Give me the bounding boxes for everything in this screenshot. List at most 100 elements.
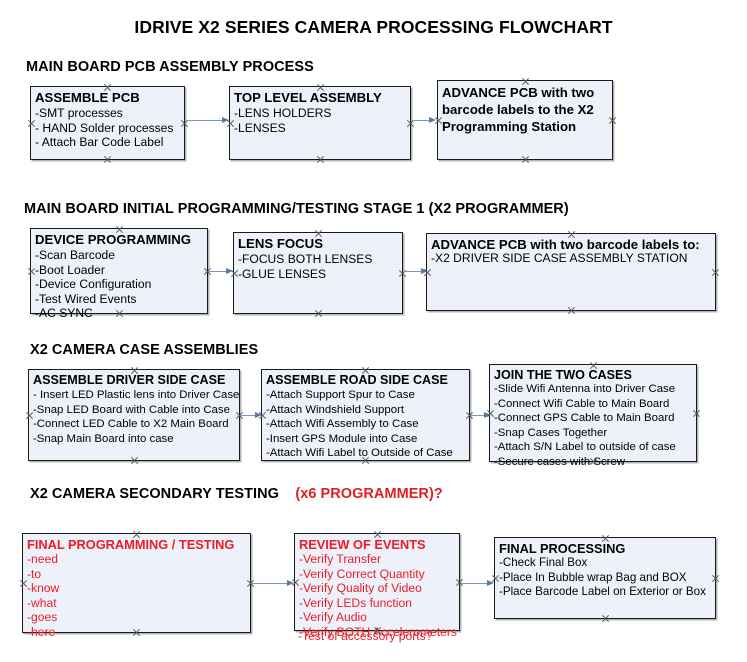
arrow-shaft	[252, 582, 287, 584]
arrow-shaft	[186, 119, 222, 121]
box-line: -Scan Barcode	[35, 248, 115, 262]
box-final-programming-testing[interactable]: FINAL PROGRAMMING / TESTING -need -to -k…	[22, 533, 251, 639]
arrow-review-of-events-to-final-processing	[461, 578, 494, 588]
box-line: -Verify Quality of Video	[299, 581, 422, 596]
arrow-head-icon	[487, 579, 494, 586]
box-line: -SMT processes	[35, 106, 123, 120]
box-line: -Snap Cases Together	[494, 426, 608, 439]
box-line: -here	[27, 624, 56, 639]
box-line: -Test Wired Events	[35, 291, 137, 306]
box-title-lens-focus: LENS FOCUS	[238, 236, 323, 251]
box-lines-device-programming: -Scan Barcode -Boot Loader -Device Confi…	[35, 248, 205, 321]
box-line: -LENSES	[234, 120, 286, 135]
box-line: -need	[27, 552, 58, 566]
section-heading-main-board-pcb-assembly-process: MAIN BOARD PCB ASSEMBLY PROCESS	[26, 59, 314, 75]
box-line: -what	[27, 595, 57, 610]
box-lens-focus[interactable]: LENS FOCUS -FOCUS BOTH LENSES -GLUE LENS…	[233, 232, 403, 314]
box-lines-top-level-assembly: -LENS HOLDERS -LENSES	[234, 106, 408, 135]
box-lines-join-the-two-cases: -Slide Wifi Antenna into Driver Case -Co…	[494, 382, 694, 470]
box-line: -Secure cases with Screw	[494, 455, 626, 468]
box-lines-assemble-road-side-case: -Attach Support Spur to Case -Attach Win…	[266, 388, 467, 461]
arrow-driver-side-case-to-road-side-case	[241, 410, 262, 420]
box-line: -Snap LED Board with Cable into Case	[33, 403, 230, 416]
box-line-overflow-review-of-events: -Test of accessory ports?	[298, 629, 433, 643]
box-title-advance-pcb-to-driver-side-case-assembly: ADVANCE PCB with two barcode labels to:	[431, 237, 700, 252]
box-line: -Device Configuration	[35, 277, 152, 292]
box-lines-final-processing: -Check Final Box -Place In Bubble wrap B…	[499, 556, 713, 600]
section-heading-x2-camera-case-assemblies: X2 CAMERA CASE ASSEMBLIES	[30, 342, 259, 358]
box-line: -Place In Bubble wrap Bag and BOX	[499, 570, 687, 584]
connector-handle-bottom[interactable]	[316, 155, 325, 164]
arrow-shaft	[471, 414, 484, 416]
box-assemble-pcb[interactable]: ASSEMBLE PCB -SMT processes - HAND Solde…	[30, 86, 185, 160]
box-line: -GLUE LENSES	[238, 266, 327, 281]
box-line: -Place Barcode Label on Exterior or Box	[499, 585, 706, 599]
box-title-assemble-pcb: ASSEMBLE PCB	[35, 90, 140, 105]
box-line: -Verify Transfer	[299, 552, 381, 566]
box-line: -goes	[27, 610, 58, 625]
arrow-road-side-case-to-join-the-two-cases	[471, 410, 491, 420]
box-assemble-road-side-case[interactable]: ASSEMBLE ROAD SIDE CASE -Attach Support …	[261, 369, 470, 461]
box-line: -Attach Support Spur to Case	[266, 389, 415, 401]
arrow-head-icon	[287, 579, 294, 586]
box-review-of-events[interactable]: REVIEW OF EVENTS -Verify Transfer -Verif…	[294, 533, 460, 639]
section-heading-x2-camera-secondary-testing: X2 CAMERA SECONDARY TESTING (x6 PROGRAMM…	[30, 486, 443, 502]
box-title-advance-pcb-to-x2-programming-station: ADVANCE PCB with two barcode labels to t…	[442, 85, 595, 134]
box-line: -Slide Wifi Antenna into Driver Case	[494, 383, 676, 395]
box-advance-pcb-to-x2-programming-station[interactable]: ADVANCE PCB with two barcode labels to t…	[437, 80, 613, 160]
box-line: - HAND Solder processes	[35, 120, 174, 135]
box-title-final-processing: FINAL PROCESSING	[499, 541, 626, 556]
box-line: -FOCUS BOTH LENSES	[238, 252, 373, 266]
connector-handle-bottom[interactable]	[567, 306, 576, 315]
box-lines-review-of-events: -Verify Transfer -Verify Correct Quantit…	[299, 552, 457, 640]
box-title-join-the-two-cases: JOIN THE TWO CASES	[494, 368, 632, 382]
box-lines-assemble-driver-side-case: - Insert LED Plastic lens into Driver Ca…	[33, 388, 240, 446]
box-line: -Verify Correct Quantity	[299, 566, 425, 581]
box-line: -Attach S/N Label to outside of case	[494, 441, 676, 454]
connector-handle-bottom[interactable]	[601, 614, 610, 623]
box-line: -AC SYNC	[35, 306, 93, 321]
box-lines-assemble-pcb: -SMT processes - HAND Solder processes -…	[35, 106, 182, 150]
box-assemble-driver-side-case[interactable]: ASSEMBLE DRIVER SIDE CASE - Insert LED P…	[28, 369, 240, 461]
box-line: -Verify BOTH Accelerometers	[299, 624, 457, 639]
connector-handle-right[interactable]	[711, 268, 720, 277]
box-line: - Insert LED Plastic lens into Driver Ca…	[33, 389, 240, 401]
box-title-top-level-assembly: TOP LEVEL ASSEMBLY	[234, 90, 382, 105]
box-line: -Connect LED Cable to X2 Main Board	[33, 418, 229, 431]
box-line: -Check Final Box	[499, 556, 588, 569]
box-line: -Verify Audio	[299, 610, 367, 625]
connector-handle-bottom[interactable]	[130, 456, 139, 465]
box-line: -Insert GPS Module into Case	[266, 432, 418, 445]
section-heading-text: X2 CAMERA SECONDARY TESTING	[30, 486, 279, 502]
connector-handle-bottom[interactable]	[314, 309, 323, 318]
connector-handle-right[interactable]	[608, 116, 617, 125]
box-line: -Snap Main Board into case	[33, 432, 174, 445]
arrow-head-icon	[429, 116, 436, 123]
connector-handle-bottom[interactable]	[521, 155, 530, 164]
box-line: -Boot Loader	[35, 262, 105, 277]
box-title-device-programming: DEVICE PROGRAMMING	[35, 232, 192, 247]
document-title: IDRIVE X2 SERIES CAMERA PROCESSING FLOWC…	[134, 17, 613, 37]
box-join-the-two-cases[interactable]: JOIN THE TWO CASES -Slide Wifi Antenna i…	[489, 364, 697, 468]
box-title-review-of-events: REVIEW OF EVENTS	[299, 537, 426, 552]
box-final-processing[interactable]: FINAL PROCESSING -Check Final Box -Place…	[494, 537, 716, 619]
box-line: -Connect Wifi Cable to Main Board	[494, 397, 670, 410]
connector-handle-bottom[interactable]	[103, 155, 112, 164]
box-advance-pcb-to-driver-side-case-assembly[interactable]: ADVANCE PCB with two barcode labels to: …	[426, 233, 716, 311]
arrow-top-level-assembly-to-advance-pcb	[412, 115, 436, 125]
arrow-shaft	[404, 270, 421, 272]
box-title-assemble-road-side-case: ASSEMBLE ROAD SIDE CASE	[266, 373, 448, 387]
arrow-assemble-pcb-to-top-level-assembly	[186, 115, 229, 125]
box-line: -Verify LEDs function	[299, 595, 412, 610]
box-top-level-assembly[interactable]: TOP LEVEL ASSEMBLY -LENS HOLDERS -LENSES	[229, 86, 411, 160]
arrow-device-programming-to-lens-focus	[209, 266, 233, 276]
box-line: -Connect GPS Cable to Main Board	[494, 412, 675, 425]
section-heading-main-board-initial-programming-testing-stage-1: MAIN BOARD INITIAL PROGRAMMING/TESTING S…	[24, 201, 569, 217]
connector-handle-left[interactable]	[423, 268, 432, 277]
box-title-assemble-driver-side-case: ASSEMBLE DRIVER SIDE CASE	[33, 373, 226, 387]
box-line: -Attach Windshield Support	[266, 403, 405, 416]
box-device-programming[interactable]: DEVICE PROGRAMMING -Scan Barcode -Boot L…	[30, 228, 208, 320]
box-line: -Attach Wifi Label to Outside of Case	[266, 447, 453, 460]
arrow-shaft	[412, 119, 429, 121]
box-title-final-programming-testing: FINAL PROGRAMMING / TESTING	[27, 537, 235, 552]
